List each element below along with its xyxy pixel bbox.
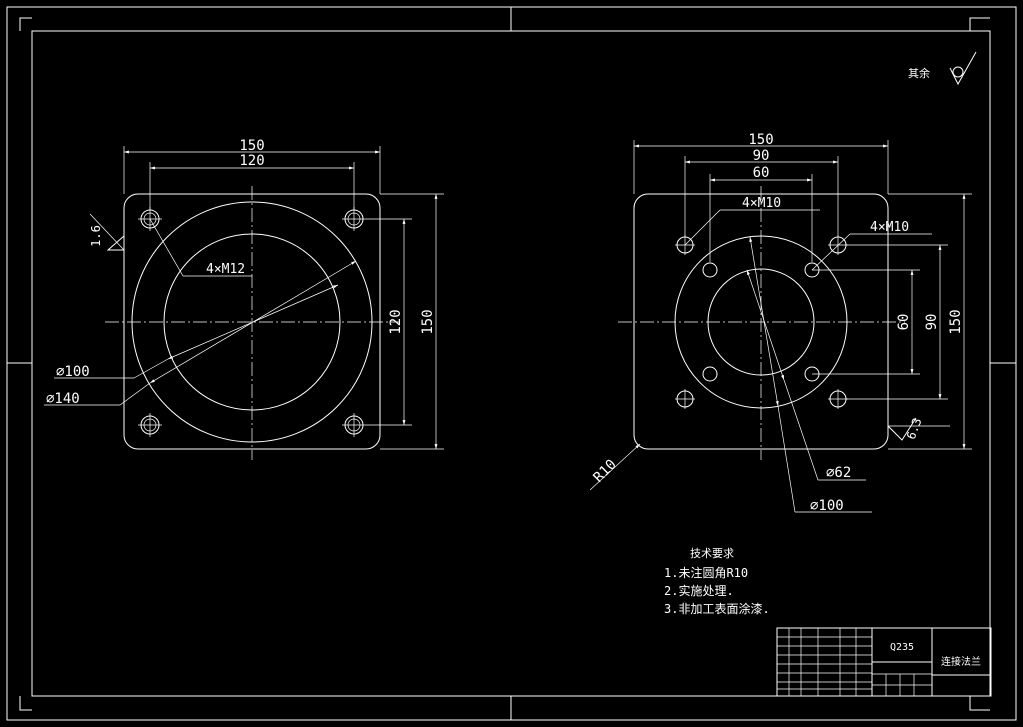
- left-roughness-value: 1.6: [89, 225, 103, 247]
- left-dim-height-120: 120: [388, 309, 404, 334]
- right-dim-dia-62: ∅62: [826, 465, 851, 481]
- tech-req-title: 技术要求: [690, 547, 734, 560]
- right-dim-dia-100: ∅100: [810, 498, 844, 514]
- right-flange-circle: [674, 235, 848, 409]
- left-dim-height-150: 150: [420, 309, 436, 334]
- left-flange-circle: [131, 201, 373, 443]
- right-thread-callout-right: 4×M10: [870, 220, 909, 235]
- surface-note-label: 其余: [908, 66, 930, 80]
- left-view: 150 120 120 150 4×M12 ∅100 ∅140 1.6: [44, 138, 444, 460]
- left-dim-dia-140: ∅140: [46, 391, 80, 407]
- tech-req-item-1: 1.未注圆角R10: [664, 565, 748, 580]
- tech-requirements: 技术要求 1.未注圆角R10 2.实施处理. 3.非加工表面涂漆.: [664, 547, 770, 616]
- right-dim-width-60: 60: [753, 165, 770, 181]
- right-dim-height-150: 150: [948, 309, 964, 334]
- right-roughness-value: 6.3: [904, 416, 925, 441]
- left-dim-width-120: 120: [239, 153, 264, 169]
- left-thread-callout: 4×M12: [206, 262, 245, 277]
- right-dim-height-60: 60: [896, 314, 912, 331]
- left-dim-width-150: 150: [239, 138, 264, 154]
- right-dim-corner-radius: R10: [591, 457, 620, 486]
- surface-roughness-note: 其余: [908, 51, 977, 86]
- title-block: Q235 连接法兰: [776, 627, 992, 697]
- tech-req-item-3: 3.非加工表面涂漆.: [664, 601, 770, 616]
- right-view: 150 90 60 4×M10 4×M10 60 90 150: [589, 132, 972, 514]
- right-dim-height-90: 90: [924, 314, 940, 331]
- right-dim-width-150: 150: [748, 132, 773, 148]
- right-thread-callout-top: 4×M10: [742, 196, 781, 211]
- left-dim-dia-100: ∅100: [56, 364, 90, 380]
- title-block-material: Q235: [890, 642, 914, 653]
- right-dim-width-90: 90: [753, 148, 770, 164]
- tech-req-item-2: 2.实施处理.: [664, 583, 734, 598]
- title-block-part-name: 连接法兰: [941, 655, 981, 668]
- sheet-frame: [6, 6, 1017, 721]
